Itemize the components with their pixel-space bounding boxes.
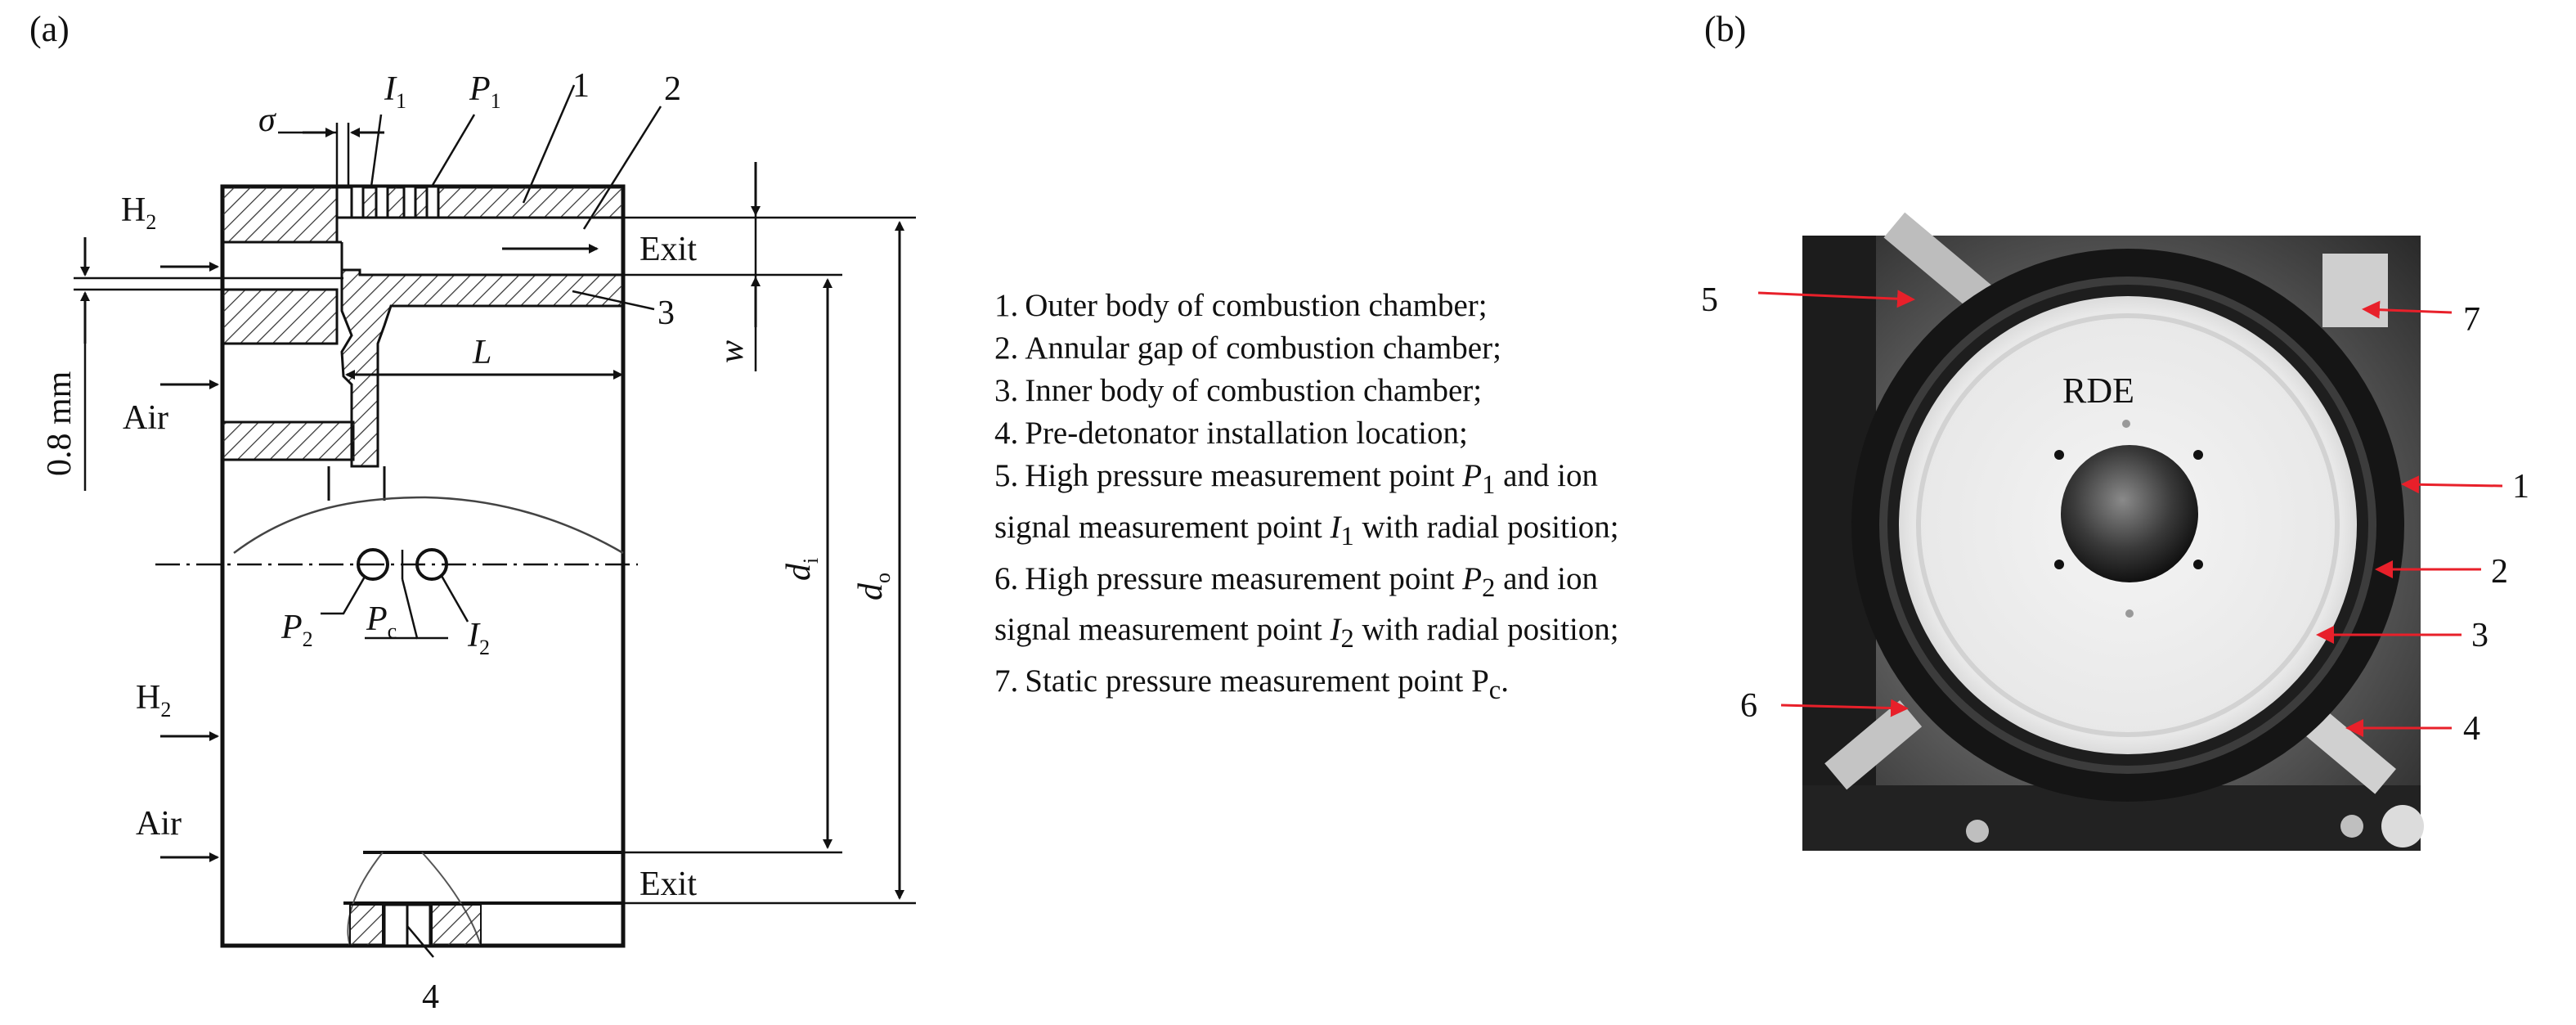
rde-photo [1802, 212, 2424, 851]
legend-item: 7.Static pressure measurement point Pc. [994, 663, 1509, 705]
marker-3-label: 3 [2471, 617, 2488, 654]
di-label: di [780, 558, 823, 581]
gap-0-8mm-label: 0.8 mm [41, 371, 79, 476]
schematic-diagram: σ I1 P1 1 2 3 4 H2 Air H2 Air Exit Exit … [41, 67, 916, 1016]
rde-label: RDE [2062, 371, 2134, 411]
legend: 1.Outer body of combustion chamber; 2.An… [994, 285, 1665, 712]
I2-label: I2 [467, 617, 490, 659]
outer-body-hatch [221, 185, 625, 461]
legend-item: 3.Inner body of combustion chamber; [994, 373, 1483, 408]
callout-4: 4 [422, 978, 439, 1016]
legend-item: 2.Annular gap of combustion chamber; [994, 330, 1501, 366]
marker-2-label: 2 [2491, 553, 2508, 591]
probe-I2-circle [415, 548, 448, 581]
marker-7-arrow [2362, 300, 2453, 319]
photo-callouts: 5 7 1 2 3 6 4 [1701, 281, 2529, 748]
marker-5-label: 5 [1701, 281, 1718, 319]
w-label: w [713, 340, 751, 363]
marker-1-label: 1 [2512, 468, 2529, 506]
legend-item: 1.Outer body of combustion chamber; [994, 288, 1488, 323]
P1-label: P1 [469, 70, 501, 113]
L-label: L [472, 334, 491, 371]
panel-label-b: (b) [1704, 9, 1747, 49]
marker-1-arrow [2401, 475, 2503, 494]
marker-4-label: 4 [2463, 710, 2480, 748]
P2-label: P2 [280, 609, 313, 651]
air-bottom-label: Air [136, 805, 182, 843]
center-core [2061, 445, 2198, 582]
air-top-label: Air [123, 399, 168, 437]
legend-item: 5.High pressure measurement point P1 and… [994, 458, 1619, 551]
marker-6-arrow [1780, 699, 1909, 717]
marker-6-label: 6 [1740, 687, 1757, 725]
marker-7-label: 7 [2463, 301, 2480, 339]
callout-3: 3 [657, 294, 675, 332]
panel-label-a: (a) [29, 9, 70, 49]
marker-5-arrow [1757, 290, 1915, 308]
callout-2: 2 [664, 70, 681, 108]
Pc-label: Pc [366, 600, 397, 643]
probe-P2-circle [357, 548, 389, 581]
h2-bottom-label: H2 [136, 679, 171, 722]
sigma-label: σ [258, 101, 277, 139]
inner-body-hatch [340, 242, 625, 468]
exit-bottom-label: Exit [640, 865, 697, 903]
legend-item: 4.Pre-detonator installation location; [994, 416, 1468, 451]
exit-top-label: Exit [640, 231, 697, 268]
callout-1: 1 [572, 67, 590, 105]
do-label: do [852, 573, 895, 600]
I1-label: I1 [384, 70, 406, 113]
legend-item: 6.High pressure measurement point P2 and… [994, 560, 1619, 654]
h2-top-label: H2 [121, 191, 156, 234]
